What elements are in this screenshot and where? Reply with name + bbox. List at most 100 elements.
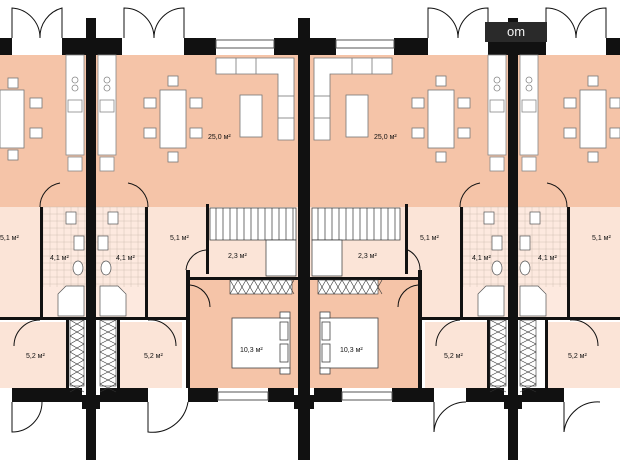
sink-icon <box>67 99 83 113</box>
area-label-hall-3: 5,1 м² <box>420 235 439 242</box>
partition <box>117 319 120 388</box>
washbasin-icon <box>491 260 503 276</box>
hatch <box>519 343 537 353</box>
room-4-fill <box>548 322 620 388</box>
wall <box>504 395 522 409</box>
chair <box>167 151 179 163</box>
door-swing <box>546 182 568 208</box>
area-label-hall-1: 5,1 м² <box>0 235 19 242</box>
door-swing <box>123 7 155 39</box>
area-label-bedroom-left: 10,3 м² <box>240 347 263 354</box>
washbasin-icon <box>67 156 83 172</box>
stair-turn-left <box>265 239 297 277</box>
towel-rail-icon <box>519 235 531 251</box>
partition <box>186 270 190 388</box>
wall <box>294 395 314 409</box>
washbasin-icon <box>72 260 84 276</box>
hatch <box>489 351 507 361</box>
hatch <box>229 279 239 295</box>
nightstand <box>279 367 291 375</box>
pillow <box>321 321 331 341</box>
hatch <box>69 375 85 385</box>
shower-icon <box>477 285 505 317</box>
hatch <box>341 279 351 295</box>
partition <box>545 319 548 388</box>
area-label-bath-4: 4,1 м² <box>538 255 557 262</box>
dining-table <box>0 89 25 149</box>
staircase-right <box>311 207 401 241</box>
hatch <box>349 279 359 295</box>
towel-rail-icon <box>491 235 503 251</box>
wall <box>268 388 294 402</box>
wall <box>606 38 620 55</box>
chair <box>609 97 620 109</box>
nightstand <box>319 367 331 375</box>
hatch <box>489 367 507 377</box>
shower-icon <box>57 285 85 317</box>
area-labels: 25,0 м² 25,0 м² 2,3 м² 2,3 м² 10,3 м² 10… <box>0 134 611 360</box>
door-swing <box>153 7 185 39</box>
wardrobe <box>229 279 293 295</box>
pillow <box>321 343 331 363</box>
toilet-icon <box>65 211 77 225</box>
hatch <box>99 375 117 385</box>
hatch <box>285 279 295 295</box>
window <box>215 39 275 49</box>
hatch <box>489 375 507 385</box>
hatch <box>245 279 255 295</box>
partition <box>310 277 420 280</box>
sofa <box>215 57 295 141</box>
party-wall <box>298 18 310 460</box>
hatch <box>519 327 537 337</box>
hatch <box>489 335 507 345</box>
window <box>217 391 269 401</box>
window <box>341 391 393 401</box>
hatch <box>357 279 367 295</box>
sofa <box>313 57 393 141</box>
room-1-fill <box>0 322 66 388</box>
hatch <box>99 319 117 329</box>
dining-set <box>411 75 471 163</box>
door-swing <box>457 7 489 39</box>
hatch <box>365 279 375 295</box>
walls <box>0 18 620 460</box>
chair <box>435 151 447 163</box>
wall <box>0 38 12 55</box>
dining-set <box>143 75 203 163</box>
chair <box>7 149 19 161</box>
chair <box>411 127 425 139</box>
wall <box>522 388 564 402</box>
chair <box>563 127 577 139</box>
wardrobe <box>69 319 85 387</box>
hatch <box>519 383 537 393</box>
area-label-living-right: 25,0 м² <box>374 134 397 141</box>
area-label-bath-1: 4,1 м² <box>50 255 69 262</box>
wall <box>394 38 428 55</box>
chair <box>167 75 179 87</box>
nightstand <box>319 311 331 319</box>
door-swing <box>147 319 177 347</box>
wall <box>12 388 82 402</box>
area-label-stair-right: 2,3 м² <box>358 253 377 260</box>
hatch <box>519 359 537 369</box>
hatch <box>253 279 263 295</box>
door-swing <box>189 284 211 308</box>
hatch <box>373 279 383 295</box>
hatch <box>325 279 335 295</box>
wardrobe <box>99 319 117 387</box>
hatch <box>317 279 327 295</box>
sink-icon <box>521 99 537 113</box>
hatch <box>69 343 85 353</box>
door-swing <box>39 7 63 39</box>
hatch <box>519 367 537 377</box>
sink-icon <box>489 99 505 113</box>
area-label-bedroom-right: 10,3 м² <box>340 347 363 354</box>
sink-icon <box>99 99 115 113</box>
stair-turn-right <box>311 239 343 277</box>
chair <box>457 97 471 109</box>
chair <box>411 97 425 109</box>
partition <box>487 319 490 388</box>
hatch <box>489 319 507 329</box>
stove-icon <box>103 84 111 92</box>
